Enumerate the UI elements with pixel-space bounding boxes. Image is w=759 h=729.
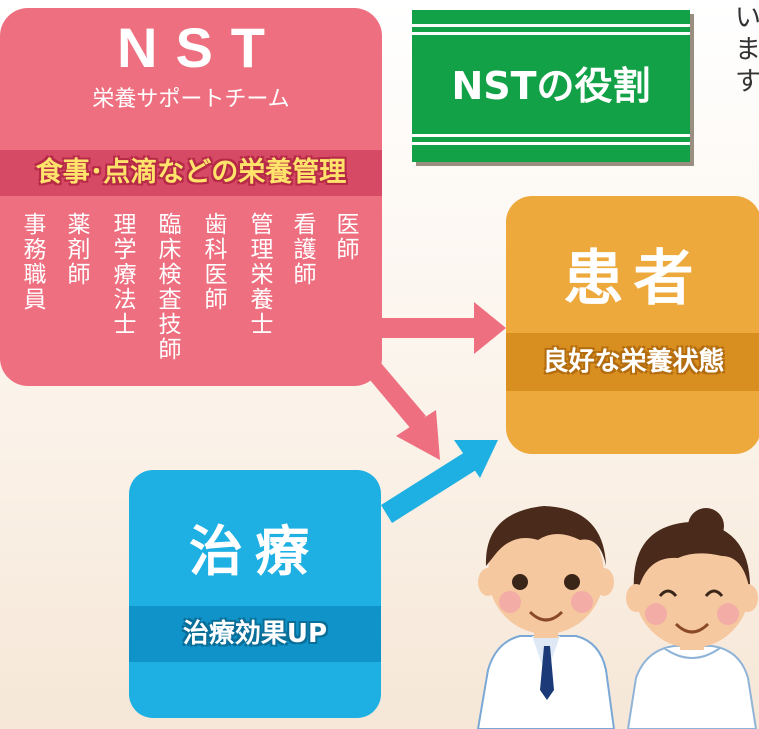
nst-management-label: 食事･点滴などの栄養管理: [35, 157, 347, 188]
nst-role-label: NSTの役割: [412, 10, 690, 162]
staff-clerk: 事務職員: [23, 212, 47, 313]
nst-title: NST: [117, 16, 283, 79]
nst-subtitle: 栄養サポートチーム: [92, 87, 290, 112]
doctor-illustration: [476, 506, 616, 729]
treatment-effect-band: 治療効果UP: [129, 606, 381, 662]
treatment-effect-label: 治療効果UP: [182, 619, 328, 649]
patient-title: 患者: [563, 244, 704, 314]
nst-management-band: 食事･点滴などの栄養管理: [0, 150, 382, 196]
staff-physical-therapist: 理学療法士: [113, 212, 137, 338]
arrow-nst-to-treatment: [360, 356, 440, 460]
role-label-text: NSTの役割: [451, 64, 651, 108]
staff-doctor: 医師: [336, 212, 360, 263]
role-label-line-top: [412, 24, 690, 27]
staff-dentist: 歯科医師: [204, 212, 228, 313]
patient-status-label: 良好な栄養状態: [542, 347, 725, 377]
treatment-box: 治療 治療効果UP: [129, 470, 381, 718]
patient-status-band: 良好な栄養状態: [506, 333, 759, 391]
role-label-line-bottom: [412, 142, 690, 145]
role-label-line-top-inner: [412, 32, 690, 35]
staff-dietitian: 管理栄養士: [250, 212, 274, 338]
cut-text-1: い: [735, 3, 759, 33]
staff-pharmacist: 薬剤師: [67, 212, 91, 288]
nurse-illustration: [626, 508, 758, 729]
staff-nurse: 看護師: [293, 212, 317, 288]
cut-text-3: す: [735, 67, 759, 97]
treatment-title: 治療: [189, 520, 321, 583]
patient-box: 患者 良好な栄養状態: [506, 196, 759, 454]
arrow-treatment-to-patient: [381, 440, 498, 523]
nst-box: NST 栄養サポートチーム 食事･点滴などの栄養管理 医師 看護師 管理栄養士 …: [0, 8, 382, 386]
role-label-line-bottom-inner: [412, 134, 690, 137]
arrow-nst-to-patient: [376, 302, 506, 354]
cut-text-2: ま: [735, 35, 759, 65]
staff-lab-technician: 臨床検査技師: [158, 212, 182, 363]
